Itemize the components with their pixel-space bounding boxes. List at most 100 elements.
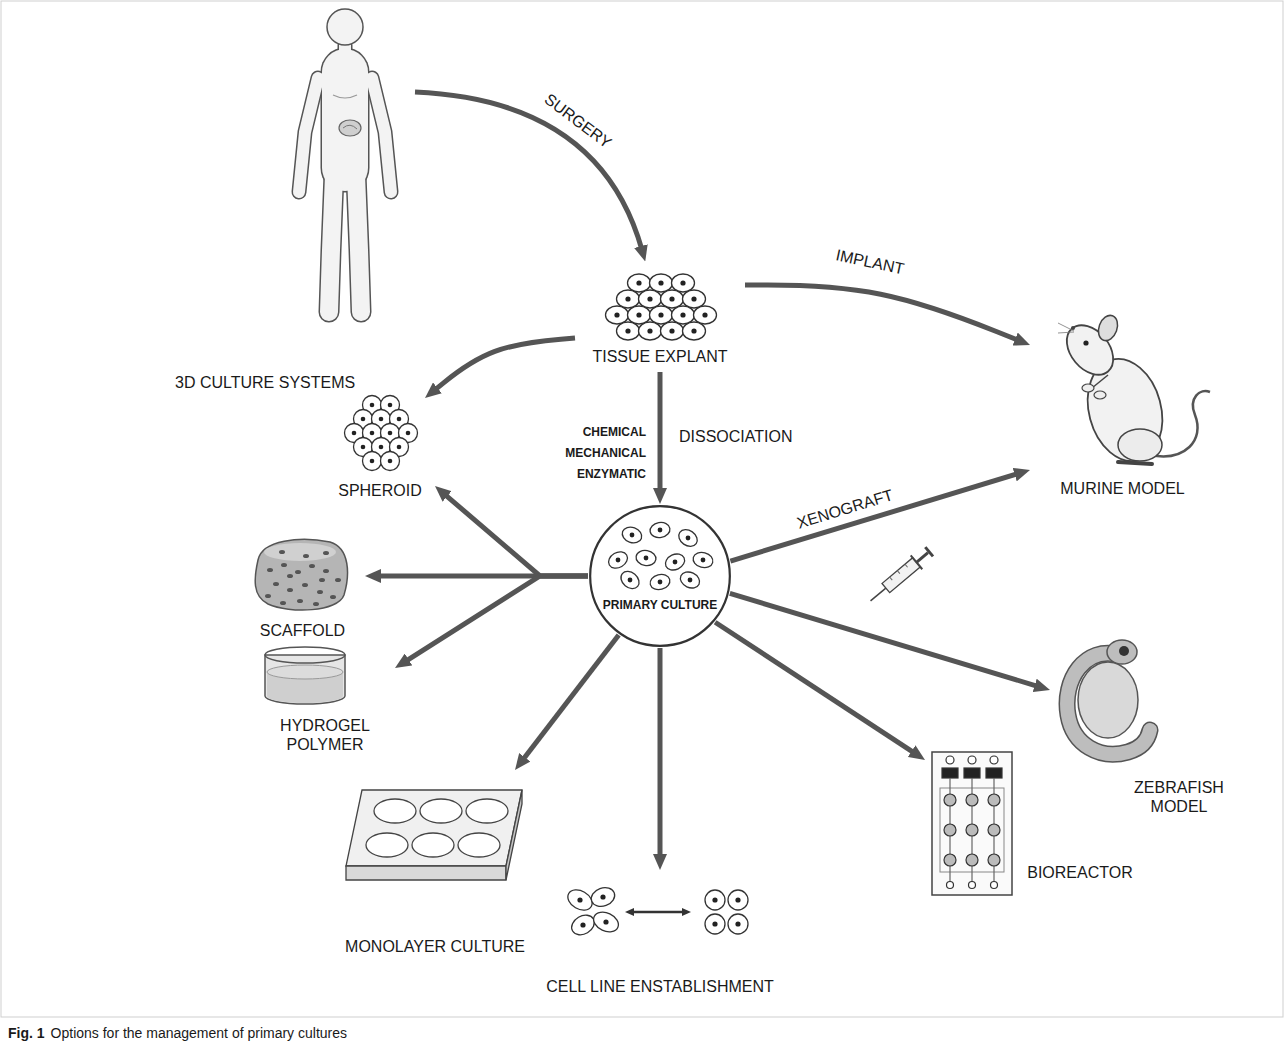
bioreactor-chip <box>969 882 976 889</box>
mouse <box>1118 429 1162 461</box>
zebrafish-embryo <box>1107 640 1137 664</box>
tissue-nuclei <box>636 312 641 317</box>
mouse <box>1095 313 1121 344</box>
tissue-nuclei <box>614 280 707 333</box>
tissue-cells <box>617 290 640 308</box>
human-figure <box>299 45 391 312</box>
human-figure <box>299 45 391 312</box>
node-label: SCAFFOLD <box>260 621 345 640</box>
syringe <box>905 564 908 567</box>
zebrafish-embryo <box>1067 653 1150 754</box>
syringe <box>882 558 920 593</box>
scaffold-sponge <box>287 588 293 592</box>
mouse <box>1083 340 1088 345</box>
scaffold-sponge <box>267 568 273 572</box>
figure-caption: Options for the management of primary cu… <box>51 1025 347 1042</box>
scaffold-sponge <box>287 574 293 578</box>
bioreactor-chip <box>942 756 1002 889</box>
spheroid: SPHEROID <box>325 398 435 502</box>
spheroid-nuclei <box>406 431 411 436</box>
bioreactor-chip <box>990 756 998 764</box>
cell-line-nuclei <box>712 897 717 902</box>
connector-arrow <box>658 648 663 858</box>
mouse <box>1092 375 1108 388</box>
figure-number: Fig. 1 <box>8 1025 45 1042</box>
node-label: TISSUE EXPLANT <box>592 347 727 366</box>
mouse <box>1118 462 1152 464</box>
scaffold-sponge <box>265 550 341 606</box>
spheroid-nuclei <box>388 431 393 436</box>
cell-line-nuclei <box>735 897 740 902</box>
tissue-cells <box>639 322 662 340</box>
hydrogel-cylinder <box>265 647 345 663</box>
cell-line-nuclei <box>580 922 585 927</box>
tissue-nuclei <box>680 280 685 285</box>
edge-label: DISSOCIATION <box>676 427 796 446</box>
scaffold-sponge <box>264 543 336 561</box>
circle-outline <box>590 506 730 646</box>
scaffold-sponge <box>309 564 315 568</box>
mouse <box>1057 313 1210 470</box>
zebrafish-embryo <box>1067 653 1150 754</box>
scaffold-sponge <box>330 595 336 599</box>
double-arrow <box>632 911 684 914</box>
tissue-cells <box>661 290 684 308</box>
tissue-cells <box>650 306 673 324</box>
syringe <box>865 544 936 608</box>
primary-culture-nuclei <box>616 528 706 585</box>
primary-culture-cells <box>649 521 671 539</box>
human-figure <box>372 78 391 192</box>
zebrafish-embryo <box>1119 646 1129 656</box>
primary-culture-cells <box>606 549 631 572</box>
bioreactor-chip <box>944 854 956 866</box>
cell-line-cells <box>705 890 725 910</box>
human-figure <box>338 45 353 66</box>
tissue-nuclei <box>625 328 630 333</box>
well-plate <box>366 833 408 857</box>
tissue-cells <box>617 322 640 340</box>
primary-culture-cells <box>678 569 702 591</box>
spheroid-nuclei <box>370 403 375 408</box>
hydrogel-cylinder <box>265 647 345 704</box>
tissue-explant: TISSUE EXPLANT <box>575 265 745 372</box>
scaffold-sponge <box>295 570 301 574</box>
syringe <box>890 577 893 580</box>
spheroid-nuclei <box>388 403 393 408</box>
connector-arrow <box>434 338 575 390</box>
bioreactor-chip <box>966 854 978 866</box>
cell-line-nuclei <box>577 894 740 927</box>
primary-culture-nuclei <box>688 578 693 583</box>
tissue-cells <box>628 306 651 324</box>
human-figure <box>372 78 391 192</box>
spheroid-nuclei <box>370 431 375 436</box>
well-plate <box>420 799 462 823</box>
scaffold-sponge <box>280 601 286 605</box>
tissue-nuclei <box>636 280 641 285</box>
cell-line-cells <box>705 914 725 934</box>
cell-line-cells <box>589 884 618 909</box>
well-plate <box>374 799 416 823</box>
bioreactor-chip <box>988 824 1000 836</box>
syringe <box>871 588 886 601</box>
bioreactor-chip <box>966 794 978 806</box>
scaffold-sponge <box>302 583 308 587</box>
bioreactor-chip <box>940 788 1004 872</box>
cell-line-cells <box>564 884 748 938</box>
bioreactor-chip <box>942 768 958 778</box>
well-plate <box>346 790 522 880</box>
zebrafish-model: ZEBRAFISH MODEL <box>1050 635 1238 820</box>
tissue-cells <box>661 322 684 340</box>
scaffold-sponge <box>323 551 329 555</box>
cell-line: CELL LINE ENSTABLISHMENT <box>540 870 780 1000</box>
human-figure <box>299 9 391 312</box>
scaffold-sponge <box>303 554 309 558</box>
scaffold-sponge <box>279 550 285 554</box>
primary-culture-cells <box>691 550 714 570</box>
bioreactor-chip <box>944 794 956 806</box>
edge-label: IMPLANT <box>831 245 909 279</box>
monolayer-culture: MONOLAYER CULTURE <box>325 770 545 960</box>
scaffold-sponge <box>273 582 279 586</box>
node-label: BIOREACTOR <box>1027 863 1133 882</box>
mouse <box>1058 332 1074 333</box>
